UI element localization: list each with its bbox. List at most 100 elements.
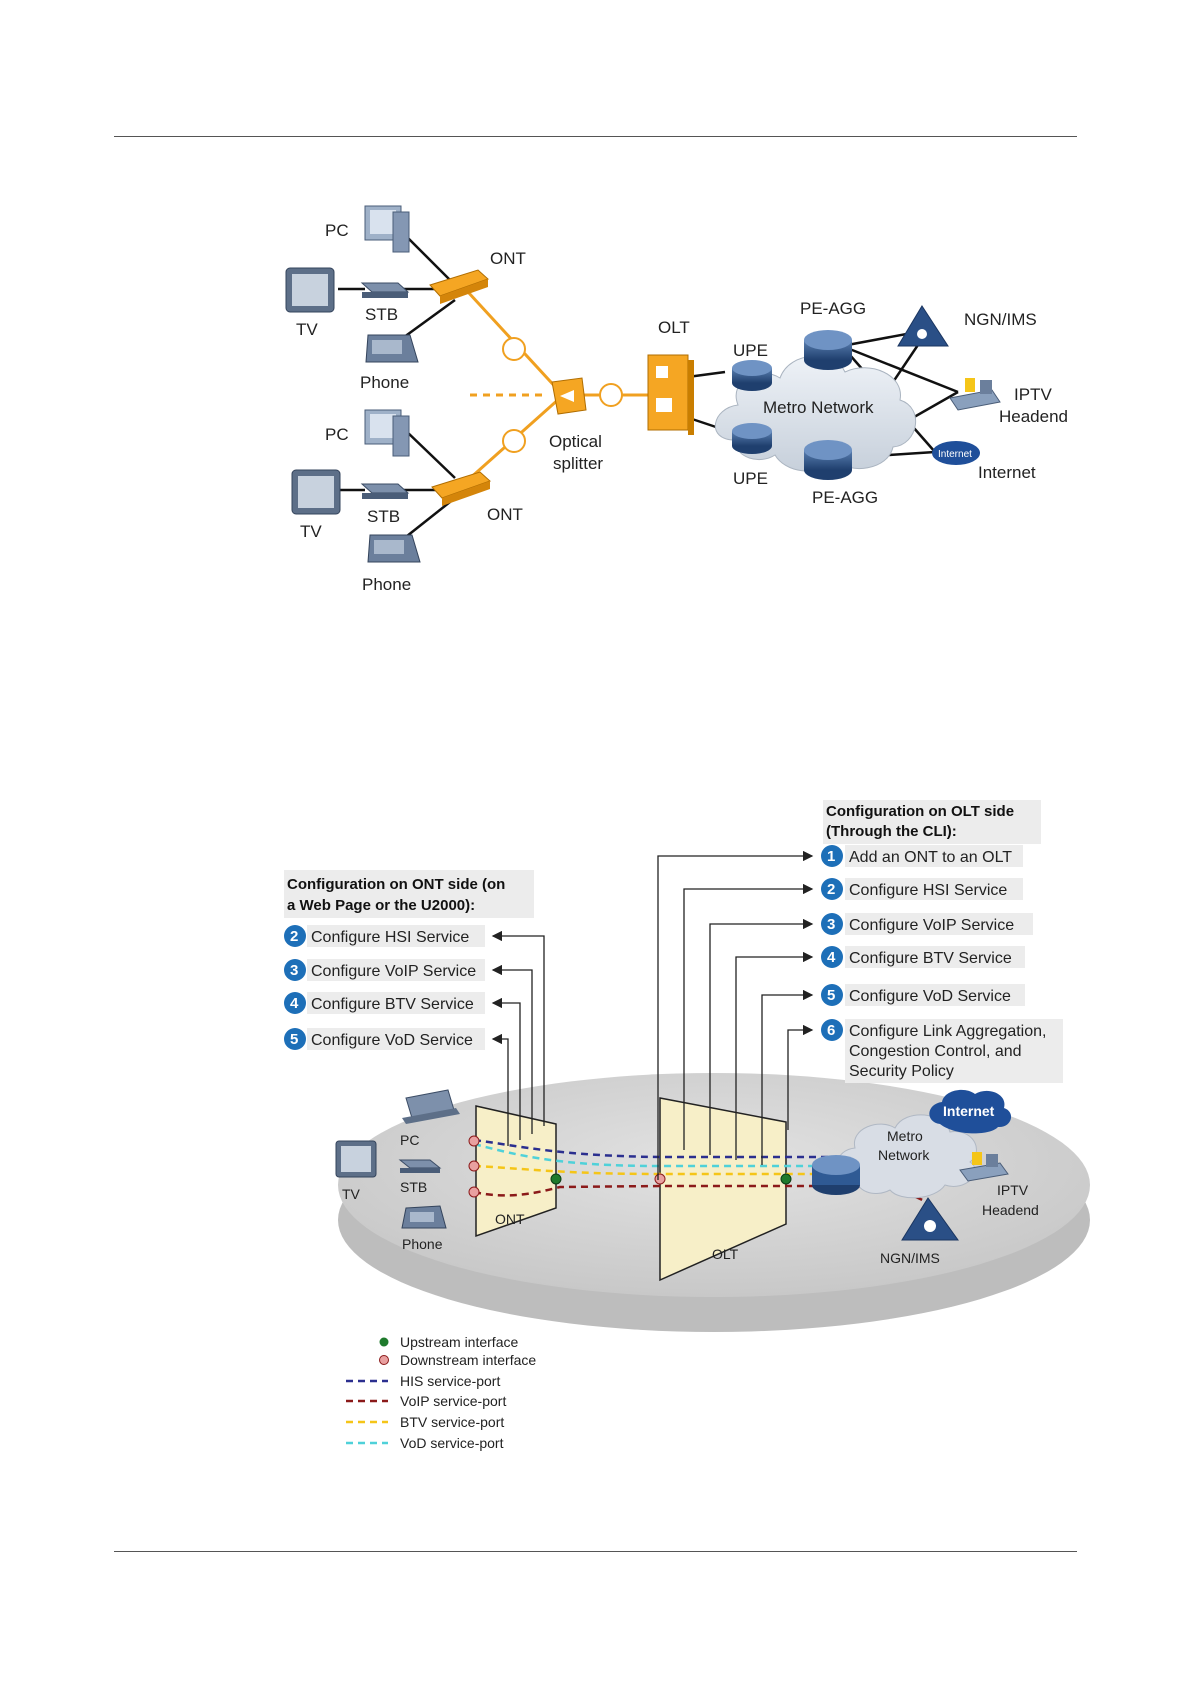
olt-box [659, 1097, 787, 1282]
step-badge [821, 913, 843, 935]
router-icon [812, 1155, 860, 1195]
tv-icon [335, 1140, 377, 1178]
ngn-ims-icon [901, 1197, 959, 1241]
optical-splitter-label: Optical [549, 432, 602, 451]
olt-config-header-bg [823, 800, 1041, 844]
svg-text:2: 2 [827, 881, 835, 898]
internet-cloud-text: Internet [938, 449, 972, 460]
olt-step: 1 Add an ONT to an OLT [821, 845, 1023, 867]
downstream-interface-dot [468, 1135, 480, 1147]
step-badge [821, 845, 843, 867]
legend: Upstream interface Downstream interface … [346, 1334, 536, 1451]
optical-splitter-icon [551, 377, 587, 415]
ont-label: ONT [487, 505, 523, 524]
svg-text:3: 3 [827, 916, 835, 933]
olt-config-header: Configuration on OLT side [826, 803, 1014, 820]
pc-label: PC [325, 425, 349, 444]
svg-text:5: 5 [827, 987, 835, 1004]
ngn-ims-label: NGN/IMS [880, 1250, 940, 1266]
step-badge [821, 878, 843, 900]
tv-icon [285, 267, 335, 313]
pc-icon [364, 205, 410, 253]
olt-step: 5 Configure VoD Service [821, 984, 1025, 1006]
legend-label: VoD service-port [400, 1435, 504, 1451]
legend-label: VoIP service-port [400, 1393, 506, 1409]
ont-icon [431, 471, 491, 506]
downstream-interface-dot [468, 1160, 480, 1172]
ngn-ims-label: NGN/IMS [964, 310, 1037, 329]
svg-text:4: 4 [290, 995, 299, 1012]
olt-step-label: Configure BTV Service [849, 950, 1012, 967]
phone-icon [365, 334, 419, 363]
tv-label: TV [342, 1186, 361, 1202]
ont-step-label: Configure VoD Service [311, 1032, 473, 1049]
stb-icon [398, 1159, 442, 1173]
internet-label: Internet [978, 463, 1036, 482]
svg-text:5: 5 [290, 1031, 298, 1048]
ngn-ims-icon [897, 305, 949, 347]
upstream-interface-dot [550, 1173, 562, 1185]
internet-cloud-icon [932, 441, 980, 465]
pc-label: PC [400, 1132, 419, 1148]
header-rule [114, 136, 1077, 137]
svg-text:3: 3 [290, 962, 298, 979]
upe-label: UPE [733, 341, 768, 360]
topology-diagram: Metro Network PC TV STB Phone ONT PC TV [285, 205, 1068, 594]
ont-config-header-bg [284, 870, 534, 918]
olt-label: OLT [658, 318, 690, 337]
svg-text:1: 1 [827, 848, 835, 865]
pe-agg-router-icon [804, 440, 852, 480]
olt-step: 4 Configure BTV Service [821, 946, 1025, 968]
phone-icon [401, 1205, 447, 1229]
legend-label: BTV service-port [400, 1414, 504, 1430]
ont-step-label: Configure VoIP Service [311, 963, 476, 980]
olt-step-label: Congestion Control, and [849, 1043, 1022, 1060]
phone-label: Phone [402, 1236, 443, 1252]
olt-box-label: OLT [712, 1246, 739, 1262]
step-badge [821, 1019, 843, 1041]
fiber-coil-icon [502, 337, 623, 453]
ont-label: ONT [490, 249, 526, 268]
iptv-headend-label: Headend [999, 407, 1068, 426]
pe-agg-label: PE-AGG [800, 299, 866, 318]
stb-label: STB [400, 1179, 427, 1195]
phone-icon [367, 534, 421, 563]
ont-step-label: Configure BTV Service [311, 996, 474, 1013]
olt-step-label: Configure HSI Service [849, 882, 1007, 899]
legend-label: Downstream interface [400, 1352, 536, 1368]
iptv-headend-icon [949, 378, 1001, 411]
stb-label: STB [367, 507, 400, 526]
stb-label: STB [365, 305, 398, 324]
pe-agg-router-icon [804, 330, 852, 370]
iptv-headend-label: IPTV [1014, 385, 1052, 404]
olt-step-label: Configure VoIP Service [849, 917, 1014, 934]
upe-router-icon [732, 423, 772, 454]
olt-config-header: (Through the CLI): [826, 823, 957, 840]
step-badge [284, 1028, 306, 1050]
pc-label: PC [325, 221, 349, 240]
phone-label: Phone [362, 575, 411, 594]
olt-step-label: Security Policy [849, 1063, 954, 1080]
legend-swatch-upstream [379, 1337, 389, 1347]
ont-step-label: Configure HSI Service [311, 929, 469, 946]
olt-step-label: Configure VoD Service [849, 988, 1011, 1005]
step-badge [284, 959, 306, 981]
internet-cloud-icon [929, 1089, 1012, 1134]
tv-label: TV [296, 320, 318, 339]
olt-step: 3 Configure VoIP Service [821, 913, 1033, 935]
ont-icon [429, 269, 489, 304]
downstream-interface-dot [654, 1173, 666, 1185]
iptv-headend-label: Headend [982, 1202, 1039, 1218]
ont-step: 4 Configure BTV Service [284, 992, 485, 1014]
pc-icon [402, 1089, 460, 1124]
legend-label: Upstream interface [400, 1334, 518, 1350]
metro-network-label: Metro Network [763, 398, 874, 417]
upstream-interface-dot [780, 1173, 792, 1185]
tv-icon [291, 469, 341, 515]
step-badge [821, 984, 843, 1006]
ont-step: 2 Configure HSI Service [284, 925, 485, 947]
ont-config-header: Configuration on ONT side (on [287, 876, 505, 893]
internet-label: Internet [943, 1103, 995, 1119]
ont-box-label: ONT [495, 1211, 525, 1227]
stb-icon [360, 282, 410, 298]
